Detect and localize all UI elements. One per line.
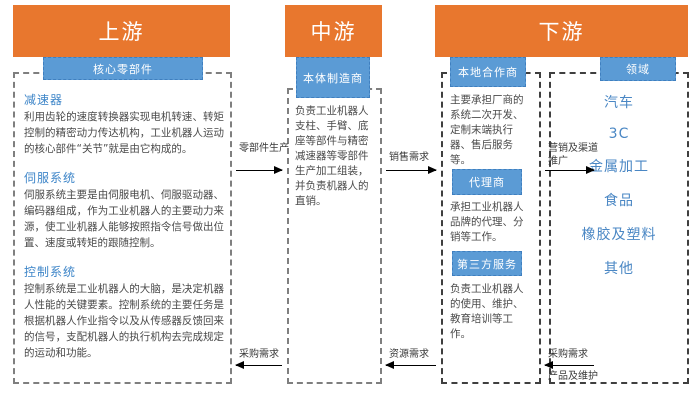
arrow-label-marketing-channel: 营销及渠道推广 [548,143,598,167]
arrow-sales-demand [386,166,437,174]
upstream-heading-servo: 伺服系统 [24,171,77,185]
stage-header-downstream: 下游 [435,5,688,57]
arrow-head-icon [274,166,283,174]
upstream-paragraph-control: 控制系统是工业机器人的大脑，是决定机器人性能的关键要素。控制系统的主要任务是根据… [24,283,224,359]
midstream-paragraph: 负责工业机器人支柱、手臂、底座等部件与精密减速器等零部件生产加工组装，并负责机器… [295,105,369,207]
upstream-paragraph-servo: 伺服系统主要是由伺服电机、伺服驱动器、编码器组成，作为工业机器人的主要动力来源，… [24,189,224,249]
chip-agent: 代理商 [452,169,522,195]
upstream-heading-reducer: 减速器 [24,93,64,107]
arrow-label-purchase-demand-downstream: 采购需求 [548,349,588,360]
chip-core-parts: 核心零部件 [43,57,203,80]
arrow-label-product-maintenance: 产品及维护 [548,371,598,382]
downstream-paragraph-agent: 承担工业机器人品牌的代理、分销等工作。 [450,201,524,243]
downstream-paragraph-local-partner: 主要承担厂商的系统二次开发、定制末端执行器、售后服务等。 [450,94,524,166]
arrow-parts-production [236,166,283,174]
field-item-automotive: 汽车 [604,95,634,111]
chip-field: 领域 [600,57,676,81]
arrow-head-icon [235,361,244,369]
upstream-section-servo: 伺服系统 伺服系统主要是由伺服电机、伺服驱动器、编码器组成，作为工业机器人的主要… [24,170,224,251]
upstream-content: 减速器 利用齿轮的速度转换器实现电机转速、转矩控制的精密动力传达机构，工业机器人… [24,92,224,374]
arrow-resource-demand [385,361,436,369]
arrow-label-purchase-demand-upstream: 采购需求 [239,349,279,360]
downstream-paragraph-third-party: 负责工业机器人的使用、维护、教育培训等工作。 [450,283,524,340]
chip-local-partner: 本地合作商 [450,57,526,87]
chip-third-party-service: 第三方服务 [452,251,522,276]
field-item-metalworking: 金属加工 [589,159,649,175]
upstream-section-control: 控制系统 控制系统是工业机器人的大脑，是决定机器人性能的关键要素。控制系统的主要… [24,264,224,361]
arrow-purchase-demand-upstream [235,361,282,369]
upstream-section-reducer: 减速器 利用齿轮的速度转换器实现电机转速、转矩控制的精密动力传达机构，工业机器人… [24,92,224,157]
arrow-head-icon [385,361,394,369]
application-field-list: 汽车 3C 金属加工 食品 橡胶及塑料 其他 [549,92,689,292]
stage-header-upstream: 上游 [13,5,230,57]
field-item-food: 食品 [604,193,634,209]
field-item-3c: 3C [608,126,630,142]
field-item-rubber-plastic: 橡胶及塑料 [581,227,657,243]
arrow-label-resource-demand: 资源需求 [389,349,429,360]
arrow-head-icon [544,361,553,369]
field-item-other: 其他 [604,261,634,277]
upstream-paragraph-reducer: 利用齿轮的速度转换器实现电机转速、转矩控制的精密动力传达机构，工业机器人运动的核… [24,111,224,155]
upstream-heading-control: 控制系统 [24,265,77,279]
arrow-purchase-demand-downstream [544,361,594,369]
chip-body-maker: 本体制造商 [296,57,370,98]
stage-header-midstream: 中游 [285,5,382,57]
arrow-head-icon [428,166,437,174]
arrow-marketing-channel [545,166,595,174]
arrow-label-sales-demand: 销售需求 [389,152,429,163]
arrow-label-parts-production: 零部件生产 [239,143,289,154]
arrow-head-icon [586,166,595,174]
